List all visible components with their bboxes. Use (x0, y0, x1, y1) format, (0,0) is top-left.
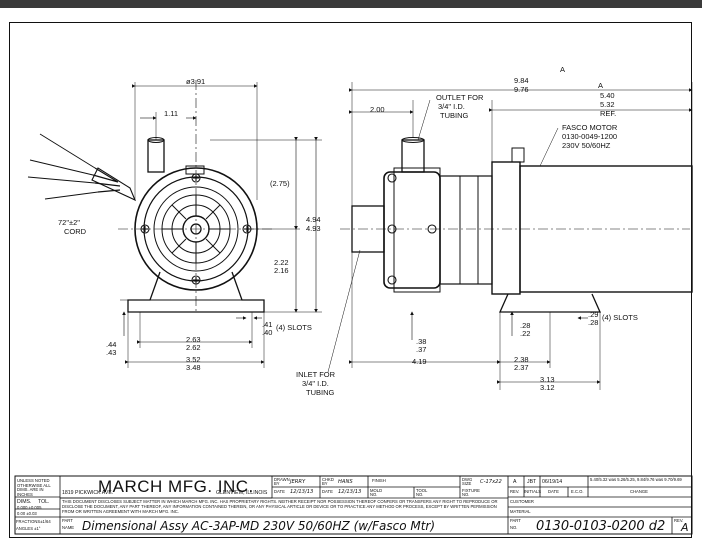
rev-marker-1: A (560, 65, 566, 74)
outlet-note-1: OUTLET FOR (436, 93, 484, 102)
part-no-label-2: NO. (510, 525, 518, 530)
proprietary-disclaimer: THIS DOCUMENT DISCLOSES SUBJECT MATTER I… (62, 499, 498, 514)
dim-313: 3.13 (540, 375, 555, 384)
rev-row-initials: JBT (527, 479, 537, 485)
fractions: FRACTIONS±1/64 (16, 519, 51, 524)
tol-label: TOL. (38, 499, 50, 505)
dim-222: 2.22 (274, 258, 289, 267)
material-label: MATERIAL (510, 509, 531, 514)
tol-row-2: 0.00 ±0.03 (17, 511, 37, 516)
company-city: GLENVIEW, ILLINOIS (216, 490, 268, 496)
hdr-change: CHANGE (630, 489, 648, 494)
dim-262: 2.62 (186, 343, 201, 352)
dim-493: 4.93 (306, 224, 321, 233)
tol-row-1: 0.000 ±0.005 (17, 505, 42, 510)
rev-value: A (681, 521, 689, 534)
dim-200: 2.00 (370, 105, 385, 114)
dim-038: .38 (416, 337, 427, 346)
chkd-by: HANS (338, 479, 353, 485)
hdr-eco: E.C.O. (571, 489, 584, 494)
date-label-2: DATE (322, 489, 333, 494)
dim-494: 4.94 (306, 215, 321, 224)
outlet-note-3: TUBING (440, 111, 469, 120)
cord-length: 72"±2" (58, 218, 80, 227)
date-2: 12/13/13 (338, 489, 362, 495)
motor-note-3: 230V 50/60HZ (562, 141, 611, 150)
part-no-label-1: PART (510, 518, 521, 523)
rev-row-rev: A (513, 479, 517, 485)
inlet-note-1: INLET FOR (296, 370, 336, 379)
company-address: 1819 PICKWICK AVE. (62, 490, 114, 496)
dims-label: DIMS. (17, 499, 32, 505)
date-1: 12/13/13 (290, 489, 314, 495)
motor-note-1: FASCO MOTOR (562, 123, 618, 132)
part-name: Dimensional Assy AC-3AP-MD 230V 50/60HZ … (82, 519, 436, 533)
side-view (327, 82, 693, 390)
cord-label: CORD (64, 227, 87, 236)
dim-040: .40 (262, 328, 273, 337)
dim-outlet-offset: 1.11 (164, 109, 179, 118)
front-view (27, 80, 322, 368)
rev-row-date: 06/19/14 (542, 479, 563, 485)
dim-237: 2.37 (514, 363, 529, 372)
drawn-by-label: DRAWN BY (274, 477, 290, 487)
dim-352: 3.52 (186, 355, 201, 364)
chkd-by-label: CHKD BY (322, 477, 334, 487)
inlet-note-2: 3/4" I.D. (302, 379, 329, 388)
date-label-1: DATE (274, 489, 285, 494)
motor-note-2: 0130-0049-1200 (562, 132, 618, 141)
dim-984: 9.84 (514, 76, 529, 85)
rev-label: REV. (674, 518, 684, 523)
dwg-size: C-17x22 (480, 479, 502, 485)
dim-028: .28 (588, 318, 599, 327)
customer-label: CUSTOMER (510, 499, 534, 504)
dim-540: 5.40 (600, 91, 615, 100)
rev-row-change: 5.40/5.32 was 5.26/5.25, 9.84/9.76 was 9… (590, 477, 682, 482)
dim-216: 2.16 (274, 266, 289, 275)
outlet-note-2: 3/4" I.D. (438, 102, 465, 111)
dim-976: 9.76 (514, 85, 529, 94)
dim-348: 3.48 (186, 363, 201, 372)
ref-label: REF. (600, 109, 617, 118)
dim-043: .43 (106, 348, 117, 357)
dim-275: (2.75) (270, 179, 290, 188)
dim-041: .41 (262, 320, 273, 329)
inlet-note-3: TUBING (306, 388, 335, 397)
dim-diameter: ø3.91 (186, 77, 206, 86)
dim-028b: .28 (520, 321, 531, 330)
dim-419: 4.19 (412, 357, 427, 366)
part-number: 0130-0103-0200 d2 (536, 519, 666, 534)
dim-238: 2.38 (514, 355, 529, 364)
drawn-by: JERRY (290, 479, 306, 485)
hdr-date: DATE (548, 489, 559, 494)
dim-263: 2.63 (186, 335, 201, 344)
slots-right-label: (4) SLOTS (602, 313, 638, 322)
mold-label: MOLD NO. (370, 488, 383, 498)
company-name: MARCH MFG. INC. (98, 477, 254, 496)
dim-044: .44 (106, 340, 117, 349)
top-bar (0, 0, 702, 8)
angles: ANGLES ±1° (16, 526, 41, 531)
part-label: PART (62, 518, 73, 523)
dim-532: 5.32 (600, 100, 615, 109)
dim-022: .22 (520, 329, 531, 338)
dim-037: .37 (416, 345, 427, 354)
dim-312: 3.12 (540, 383, 555, 392)
rev-marker-2: A (598, 81, 604, 90)
slots-left-label: (4) SLOTS (276, 323, 312, 332)
hdr-rev: REV. (510, 489, 520, 494)
fixture-label: FIXTURE NO. (462, 488, 480, 498)
name-label: NAME (62, 525, 75, 530)
dwg-size-label: DWG SIZE (462, 477, 473, 487)
dim-029: .29 (588, 310, 599, 319)
hdr-initials: INITIALS (524, 489, 541, 494)
tool-label: TOOL NO. (416, 488, 428, 498)
unless-noted: UNLESS NOTED OTHERWISE ALL DIMS. ARE IN … (17, 478, 51, 497)
finish-label: FINISH (372, 478, 386, 483)
title-block-lines (14, 475, 693, 535)
